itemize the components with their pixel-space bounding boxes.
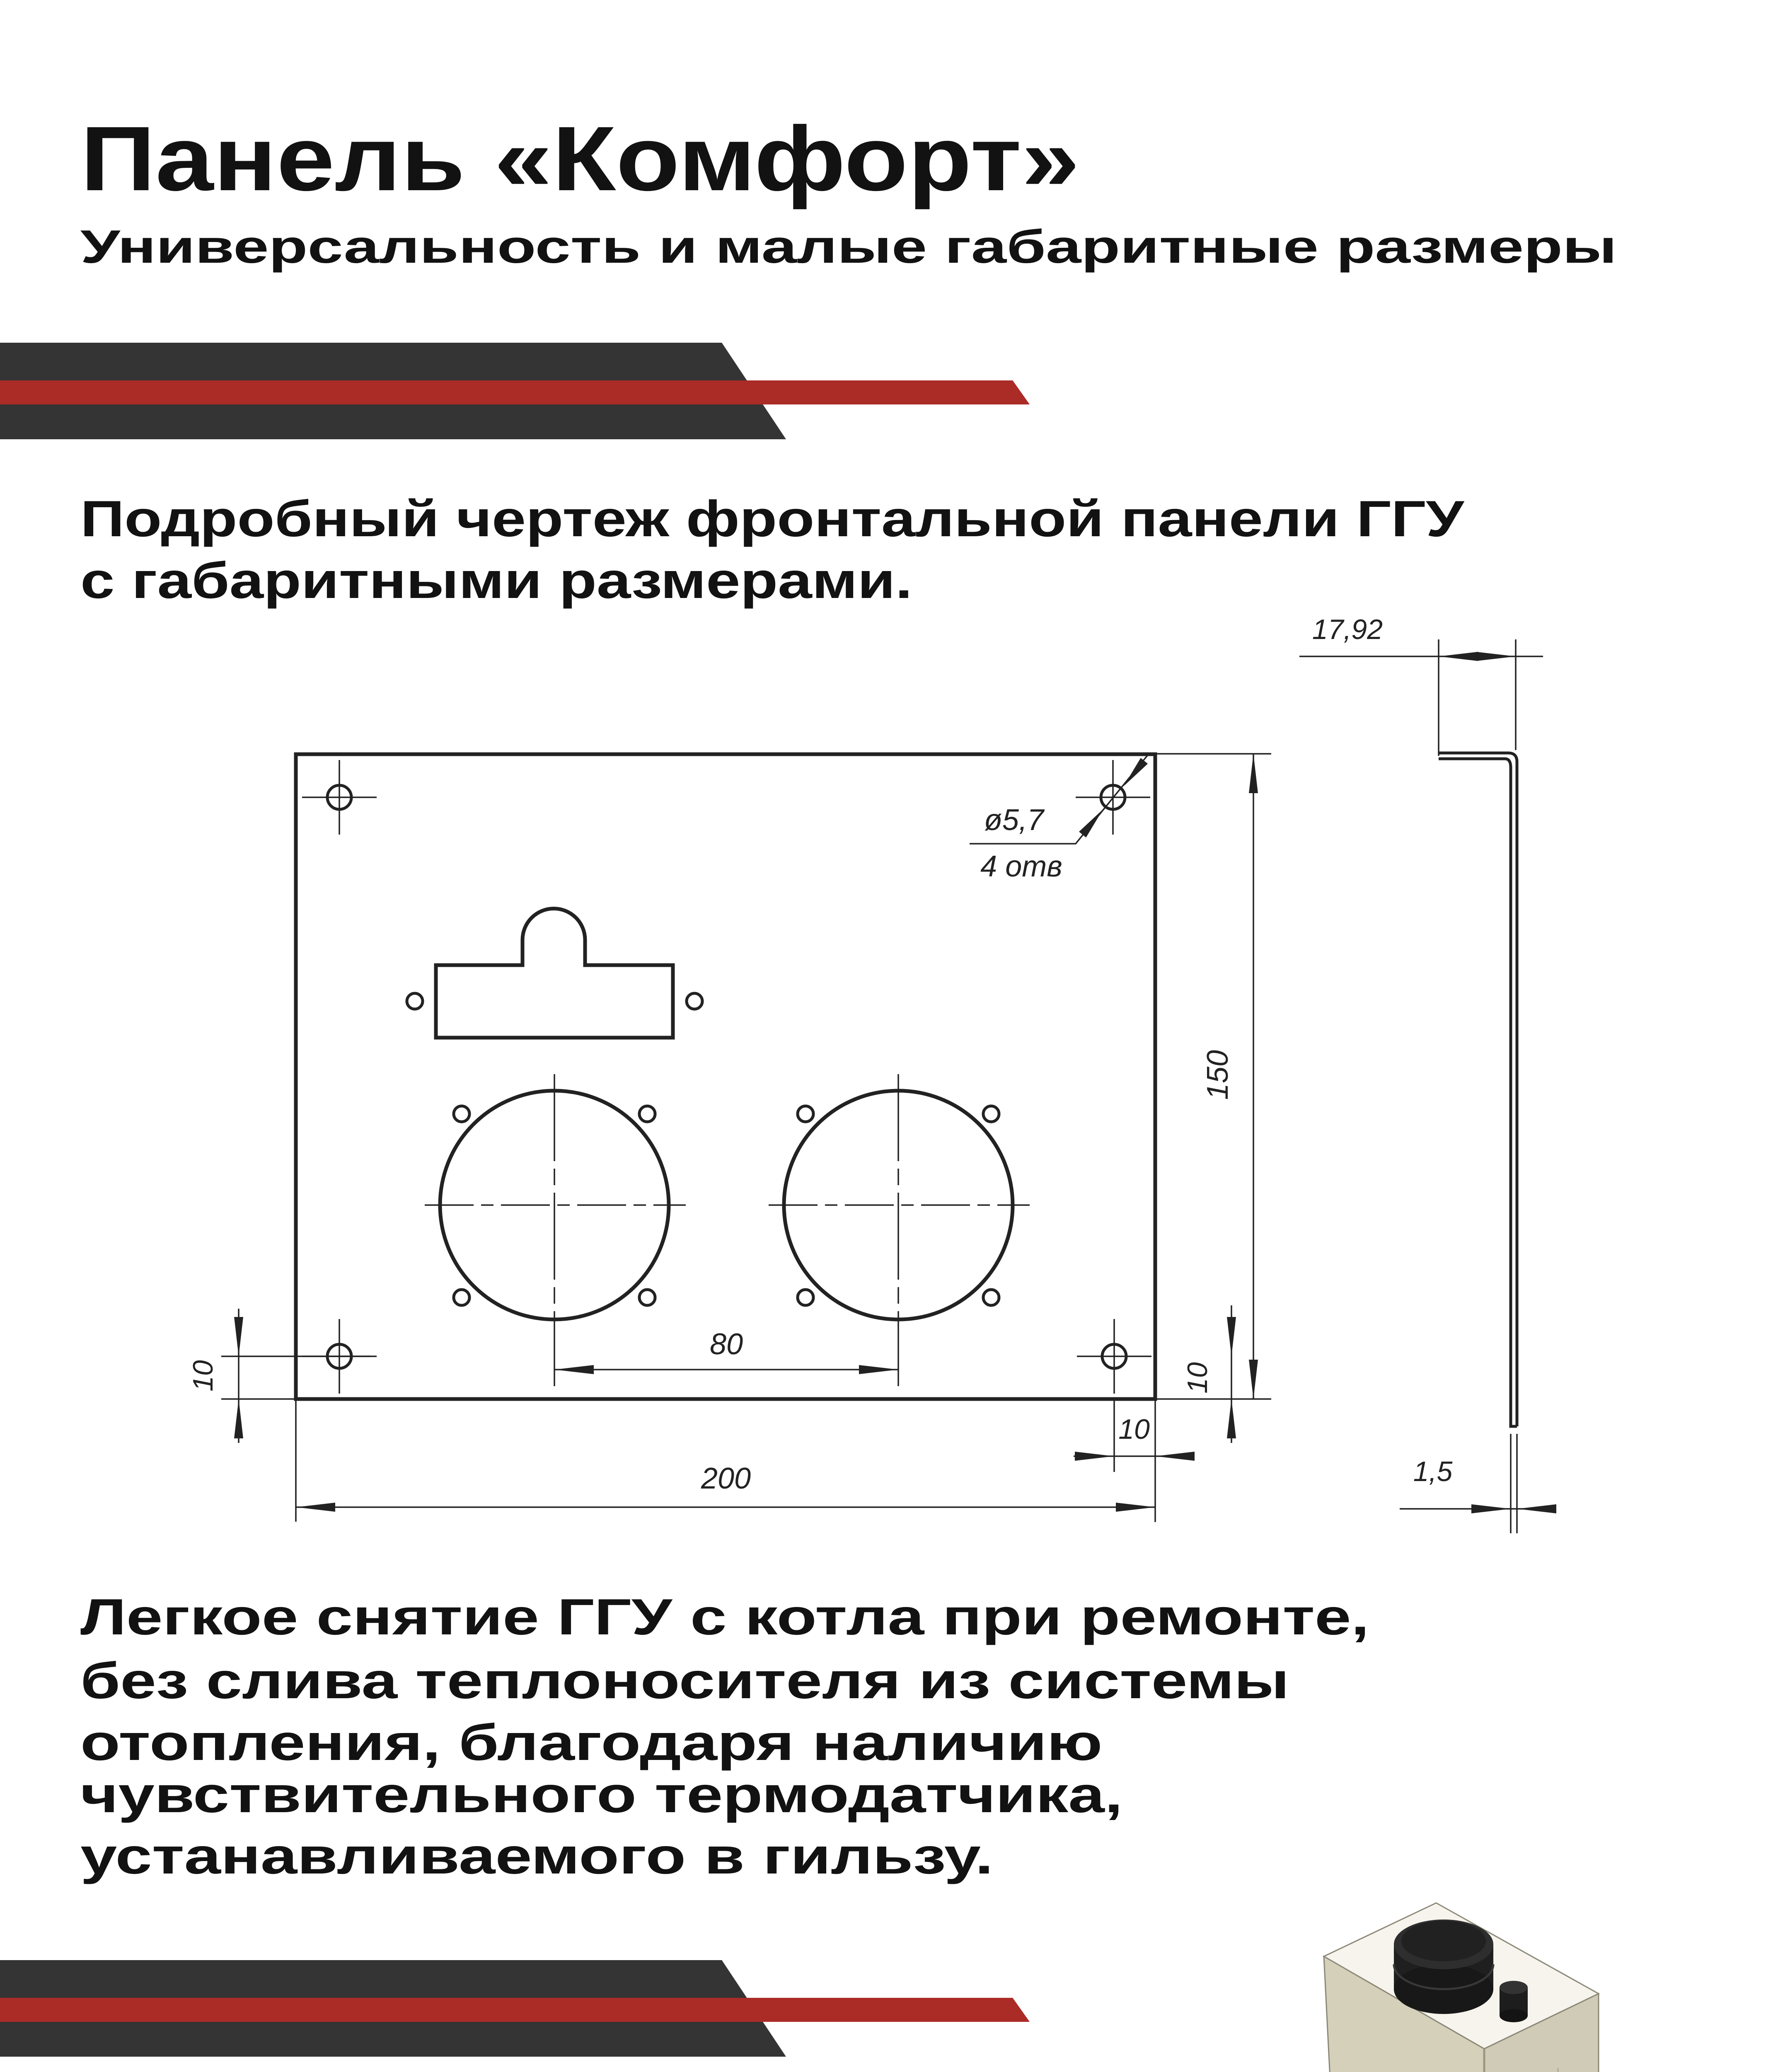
svg-text:10: 10 bbox=[1118, 1414, 1150, 1445]
svg-text:1,5: 1,5 bbox=[1413, 1456, 1453, 1487]
svg-text:4 отв: 4 отв bbox=[980, 850, 1062, 883]
svg-text:17,92: 17,92 bbox=[1312, 614, 1383, 645]
svg-text:ø5,7: ø5,7 bbox=[984, 804, 1045, 837]
svg-text:200: 200 bbox=[701, 1462, 751, 1495]
svg-text:10: 10 bbox=[187, 1360, 219, 1392]
svg-text:150: 150 bbox=[1201, 1050, 1234, 1100]
svg-text:10: 10 bbox=[1182, 1362, 1213, 1394]
svg-text:80: 80 bbox=[710, 1328, 743, 1361]
